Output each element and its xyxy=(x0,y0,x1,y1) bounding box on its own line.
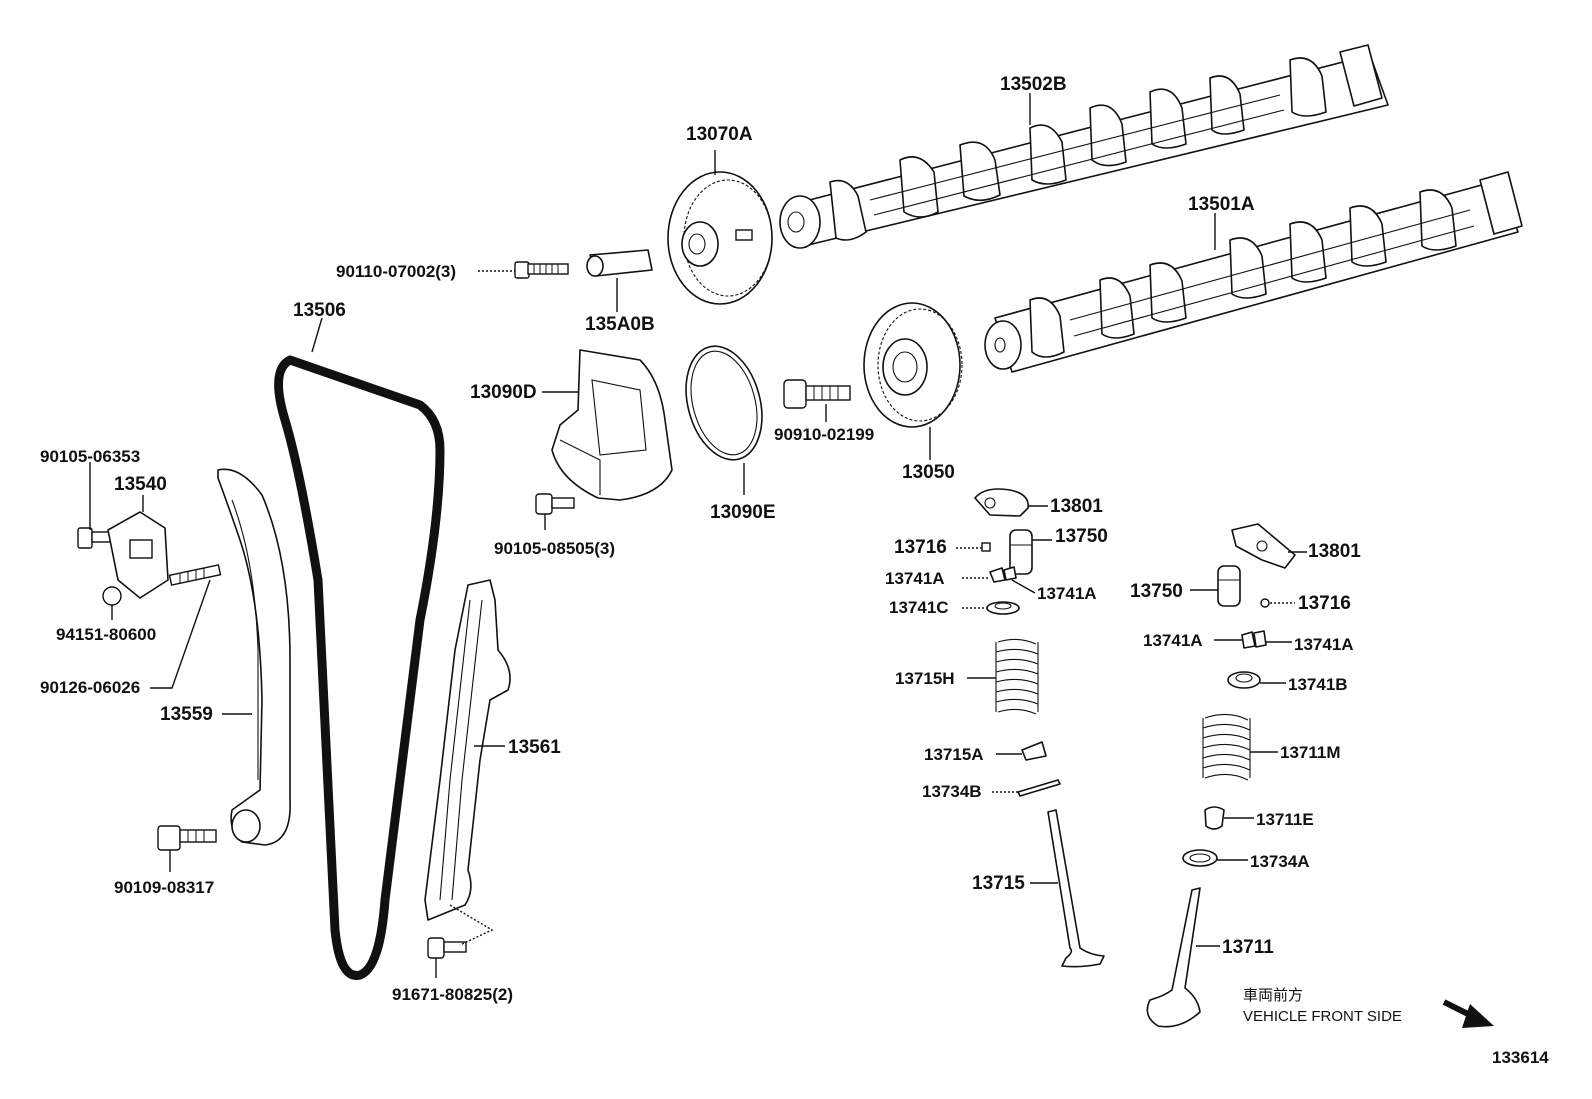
label-13741c: 13741C xyxy=(889,598,949,617)
vvt-gear-13070a[interactable] xyxy=(667,171,773,305)
label-13070a: 13070A xyxy=(686,124,753,145)
chain-tensioner-13540[interactable] xyxy=(107,511,169,599)
valve-keeper-13741a-2[interactable] xyxy=(1241,630,1267,649)
timing-chain-13506[interactable] xyxy=(274,355,445,980)
oil-control-valve-135a0b[interactable] xyxy=(586,249,653,277)
vvt-gear-13050[interactable] xyxy=(863,302,963,428)
label-13741a-3: 13741A xyxy=(1143,631,1203,650)
label-13540: 13540 xyxy=(114,474,167,495)
label-13741b: 13741B xyxy=(1288,675,1348,694)
cover-13090d[interactable] xyxy=(551,349,673,501)
label-13741a-4: 13741A xyxy=(1294,635,1354,654)
label-13716-a: 13716 xyxy=(894,537,947,558)
rocker-arm-13801-a[interactable] xyxy=(974,488,1029,517)
label-13715: 13715 xyxy=(972,873,1025,894)
label-13090e: 13090E xyxy=(710,502,776,523)
spring-seat-13711e[interactable] xyxy=(1204,806,1225,830)
bolt-90109[interactable] xyxy=(157,825,217,851)
bolt-90910[interactable] xyxy=(783,379,851,409)
label-13715a: 13715A xyxy=(924,745,984,764)
bolt-90110[interactable] xyxy=(514,261,569,279)
label-13050: 13050 xyxy=(902,462,955,483)
label-90110: 90110-07002(3) xyxy=(336,262,456,281)
valve-seal-13734b[interactable] xyxy=(1017,779,1061,797)
label-135a0b: 135A0B xyxy=(585,314,655,335)
label-90105-08505: 90105-08505(3) xyxy=(494,539,615,558)
bolt-90105-06353[interactable] xyxy=(77,527,119,549)
label-13801-a: 13801 xyxy=(1050,496,1103,517)
arrow-down-right-icon xyxy=(1442,999,1494,1028)
label-13090d: 13090D xyxy=(470,382,537,403)
retainer-13741b[interactable] xyxy=(1227,671,1261,689)
shim-13716-a[interactable] xyxy=(981,542,991,552)
retainer-13741c[interactable] xyxy=(986,601,1020,615)
label-13711: 13711 xyxy=(1222,937,1274,958)
label-13502b: 13502B xyxy=(1000,74,1067,95)
label-13716-b: 13716 xyxy=(1298,593,1351,614)
label-13741a-2: 13741A xyxy=(1037,584,1097,603)
label-13801-b: 13801 xyxy=(1308,541,1361,562)
chain-slipper-13559[interactable] xyxy=(217,468,291,846)
label-90105-06353: 90105-06353 xyxy=(40,447,140,466)
label-13734b: 13734B xyxy=(922,782,982,801)
stud-90126[interactable] xyxy=(168,564,222,586)
label-13559: 13559 xyxy=(160,704,213,725)
washer-13734a[interactable] xyxy=(1182,849,1218,867)
exhaust-valve-13715[interactable] xyxy=(1047,809,1105,968)
direction-jp: 車両前方 xyxy=(1243,987,1303,1004)
lash-adjuster-13750-b[interactable] xyxy=(1217,565,1241,607)
label-13711m: 13711M xyxy=(1280,743,1341,762)
label-13501a: 13501A xyxy=(1188,194,1255,215)
camshaft-13501a[interactable] xyxy=(984,171,1523,373)
label-13506: 13506 xyxy=(293,300,346,321)
label-13741a-1: 13741A xyxy=(885,569,945,588)
nut-94151[interactable] xyxy=(102,586,122,606)
label-94151: 94151-80600 xyxy=(56,625,156,644)
camshaft-13502b[interactable] xyxy=(779,44,1389,249)
label-13715h: 13715H xyxy=(895,669,955,688)
bolt-90105-08505[interactable] xyxy=(535,493,575,515)
diagram-code: 133614 xyxy=(1492,1048,1549,1067)
bolt-91671[interactable] xyxy=(427,937,467,959)
label-90910: 90910-02199 xyxy=(774,425,874,444)
label-13561: 13561 xyxy=(508,737,561,758)
chain-damper-13561[interactable] xyxy=(424,579,511,921)
valve-spring-13711m[interactable] xyxy=(1202,713,1251,781)
label-13734a: 13734A xyxy=(1250,852,1310,871)
spring-seat-13715a[interactable] xyxy=(1021,741,1047,761)
label-13711e: 13711E xyxy=(1256,810,1314,829)
gasket-13090e[interactable] xyxy=(674,338,774,469)
valve-spring-13715h[interactable] xyxy=(995,638,1039,715)
label-13750-a: 13750 xyxy=(1055,526,1108,547)
label-90109: 90109-08317 xyxy=(114,878,214,897)
direction-en: VEHICLE FRONT SIDE xyxy=(1243,1008,1402,1025)
label-13750-b: 13750 xyxy=(1130,581,1183,602)
intake-valve-13711[interactable] xyxy=(1146,887,1201,1028)
shim-13716-b[interactable] xyxy=(1260,598,1270,608)
rocker-arm-13801-b[interactable] xyxy=(1231,523,1296,569)
valve-keeper-13741a-1[interactable] xyxy=(989,566,1017,583)
label-90126: 90126-06026 xyxy=(40,678,140,697)
label-91671: 91671-80825(2) xyxy=(392,985,513,1004)
lash-adjuster-13750-a[interactable] xyxy=(1009,529,1033,575)
